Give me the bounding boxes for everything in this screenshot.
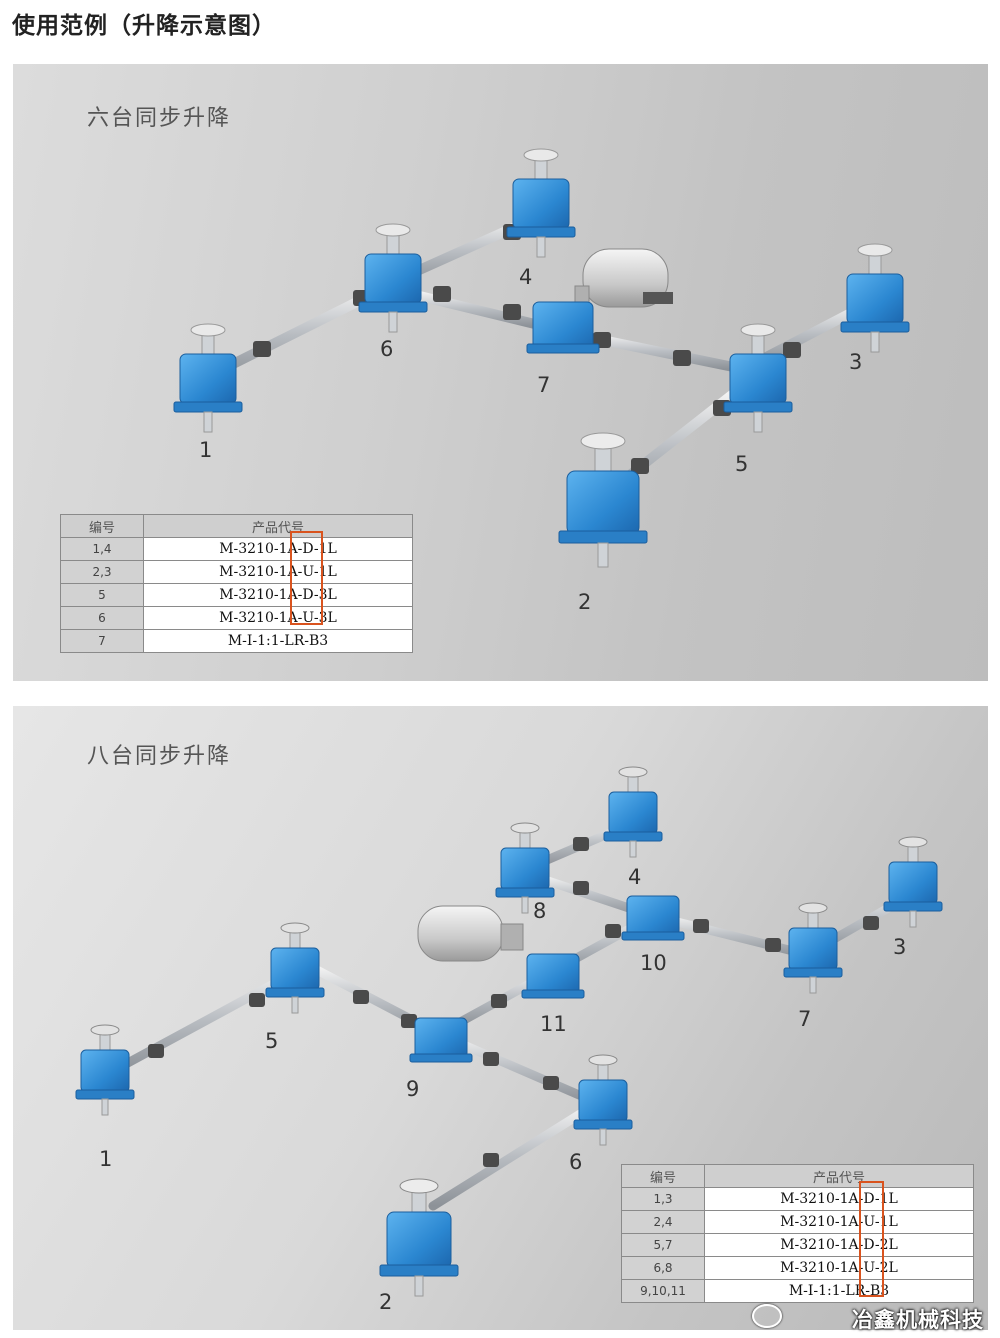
six-jack-layout-illustration: 1 2 3 4 5 6 7 xyxy=(173,148,910,614)
jack-label-8: 8 xyxy=(533,899,546,923)
row-id: 2,4 xyxy=(621,1210,705,1234)
row-code: M-I-1:1-LR-B3 xyxy=(704,1279,974,1303)
row-id: 1,4 xyxy=(60,537,144,561)
row-id: 6,8 xyxy=(621,1256,705,1280)
row-id: 6 xyxy=(60,606,144,630)
row-code: M-3210-1A-D-3L xyxy=(143,583,413,607)
page-title: 使用范例（升降示意图） xyxy=(12,13,276,39)
row-id: 5 xyxy=(60,583,144,607)
gearbox-label-7: 7 xyxy=(537,373,550,397)
row-code: M-3210-1A-D-1L xyxy=(704,1187,974,1211)
row-code: M-3210-1A-D-1L xyxy=(143,537,413,561)
eight-jack-layout-illustration: 1 2 3 4 5 6 7 8 9 10 11 xyxy=(75,766,943,1314)
highlight-box xyxy=(290,531,323,625)
gearbox-label-10: 10 xyxy=(640,951,667,975)
jack-label-5: 5 xyxy=(735,452,748,476)
gearbox-label-9: 9 xyxy=(406,1077,419,1101)
table-header-code: 产品代号 xyxy=(704,1164,974,1188)
jack-label-4: 4 xyxy=(628,865,641,889)
motor-illustration xyxy=(417,905,524,962)
jack-label-5: 5 xyxy=(265,1029,278,1053)
row-code: M-3210-1A-U-1L xyxy=(143,560,413,584)
row-code: M-I-1:1-LR-B3 xyxy=(143,629,413,653)
jack-label-6: 6 xyxy=(380,337,393,361)
six-jack-panel: 六台同步升降 xyxy=(13,64,988,681)
watermark-text: 冶鑫机械科技 xyxy=(852,1308,984,1332)
jack-label-7: 7 xyxy=(798,1007,811,1031)
jack-label-4: 4 xyxy=(519,265,532,289)
jack-label-6: 6 xyxy=(569,1150,582,1174)
jack-label-2: 2 xyxy=(379,1290,392,1314)
row-id: 7 xyxy=(60,629,144,653)
row-id: 2,3 xyxy=(60,560,144,584)
jack-label-1: 1 xyxy=(199,438,212,462)
panel-title: 八台同步升降 xyxy=(87,744,232,769)
row-id: 5,7 xyxy=(621,1233,705,1257)
row-code: M-3210-1A-D-2L xyxy=(704,1233,974,1257)
gearbox-label-11: 11 xyxy=(540,1012,567,1036)
table-header-code: 产品代号 xyxy=(143,514,413,538)
jack-label-1: 1 xyxy=(99,1147,112,1171)
panel-title: 六台同步升降 xyxy=(87,106,232,131)
table-header-id: 编号 xyxy=(621,1164,705,1188)
row-id: 1,3 xyxy=(621,1187,705,1211)
jack-label-2: 2 xyxy=(578,590,591,614)
row-code: M-3210-1A-U-1L xyxy=(704,1210,974,1234)
table-header-id: 编号 xyxy=(60,514,144,538)
jack-label-3: 3 xyxy=(893,935,906,959)
row-code: M-3210-1A-U-3L xyxy=(143,606,413,630)
row-id: 9,10,11 xyxy=(621,1279,705,1303)
jack-label-3: 3 xyxy=(849,350,862,374)
highlight-box xyxy=(859,1181,884,1297)
row-code: M-3210-1A-U-2L xyxy=(704,1256,974,1280)
wechat-icon xyxy=(752,1304,782,1328)
eight-jack-panel: 八台同步升降 xyxy=(13,706,988,1330)
